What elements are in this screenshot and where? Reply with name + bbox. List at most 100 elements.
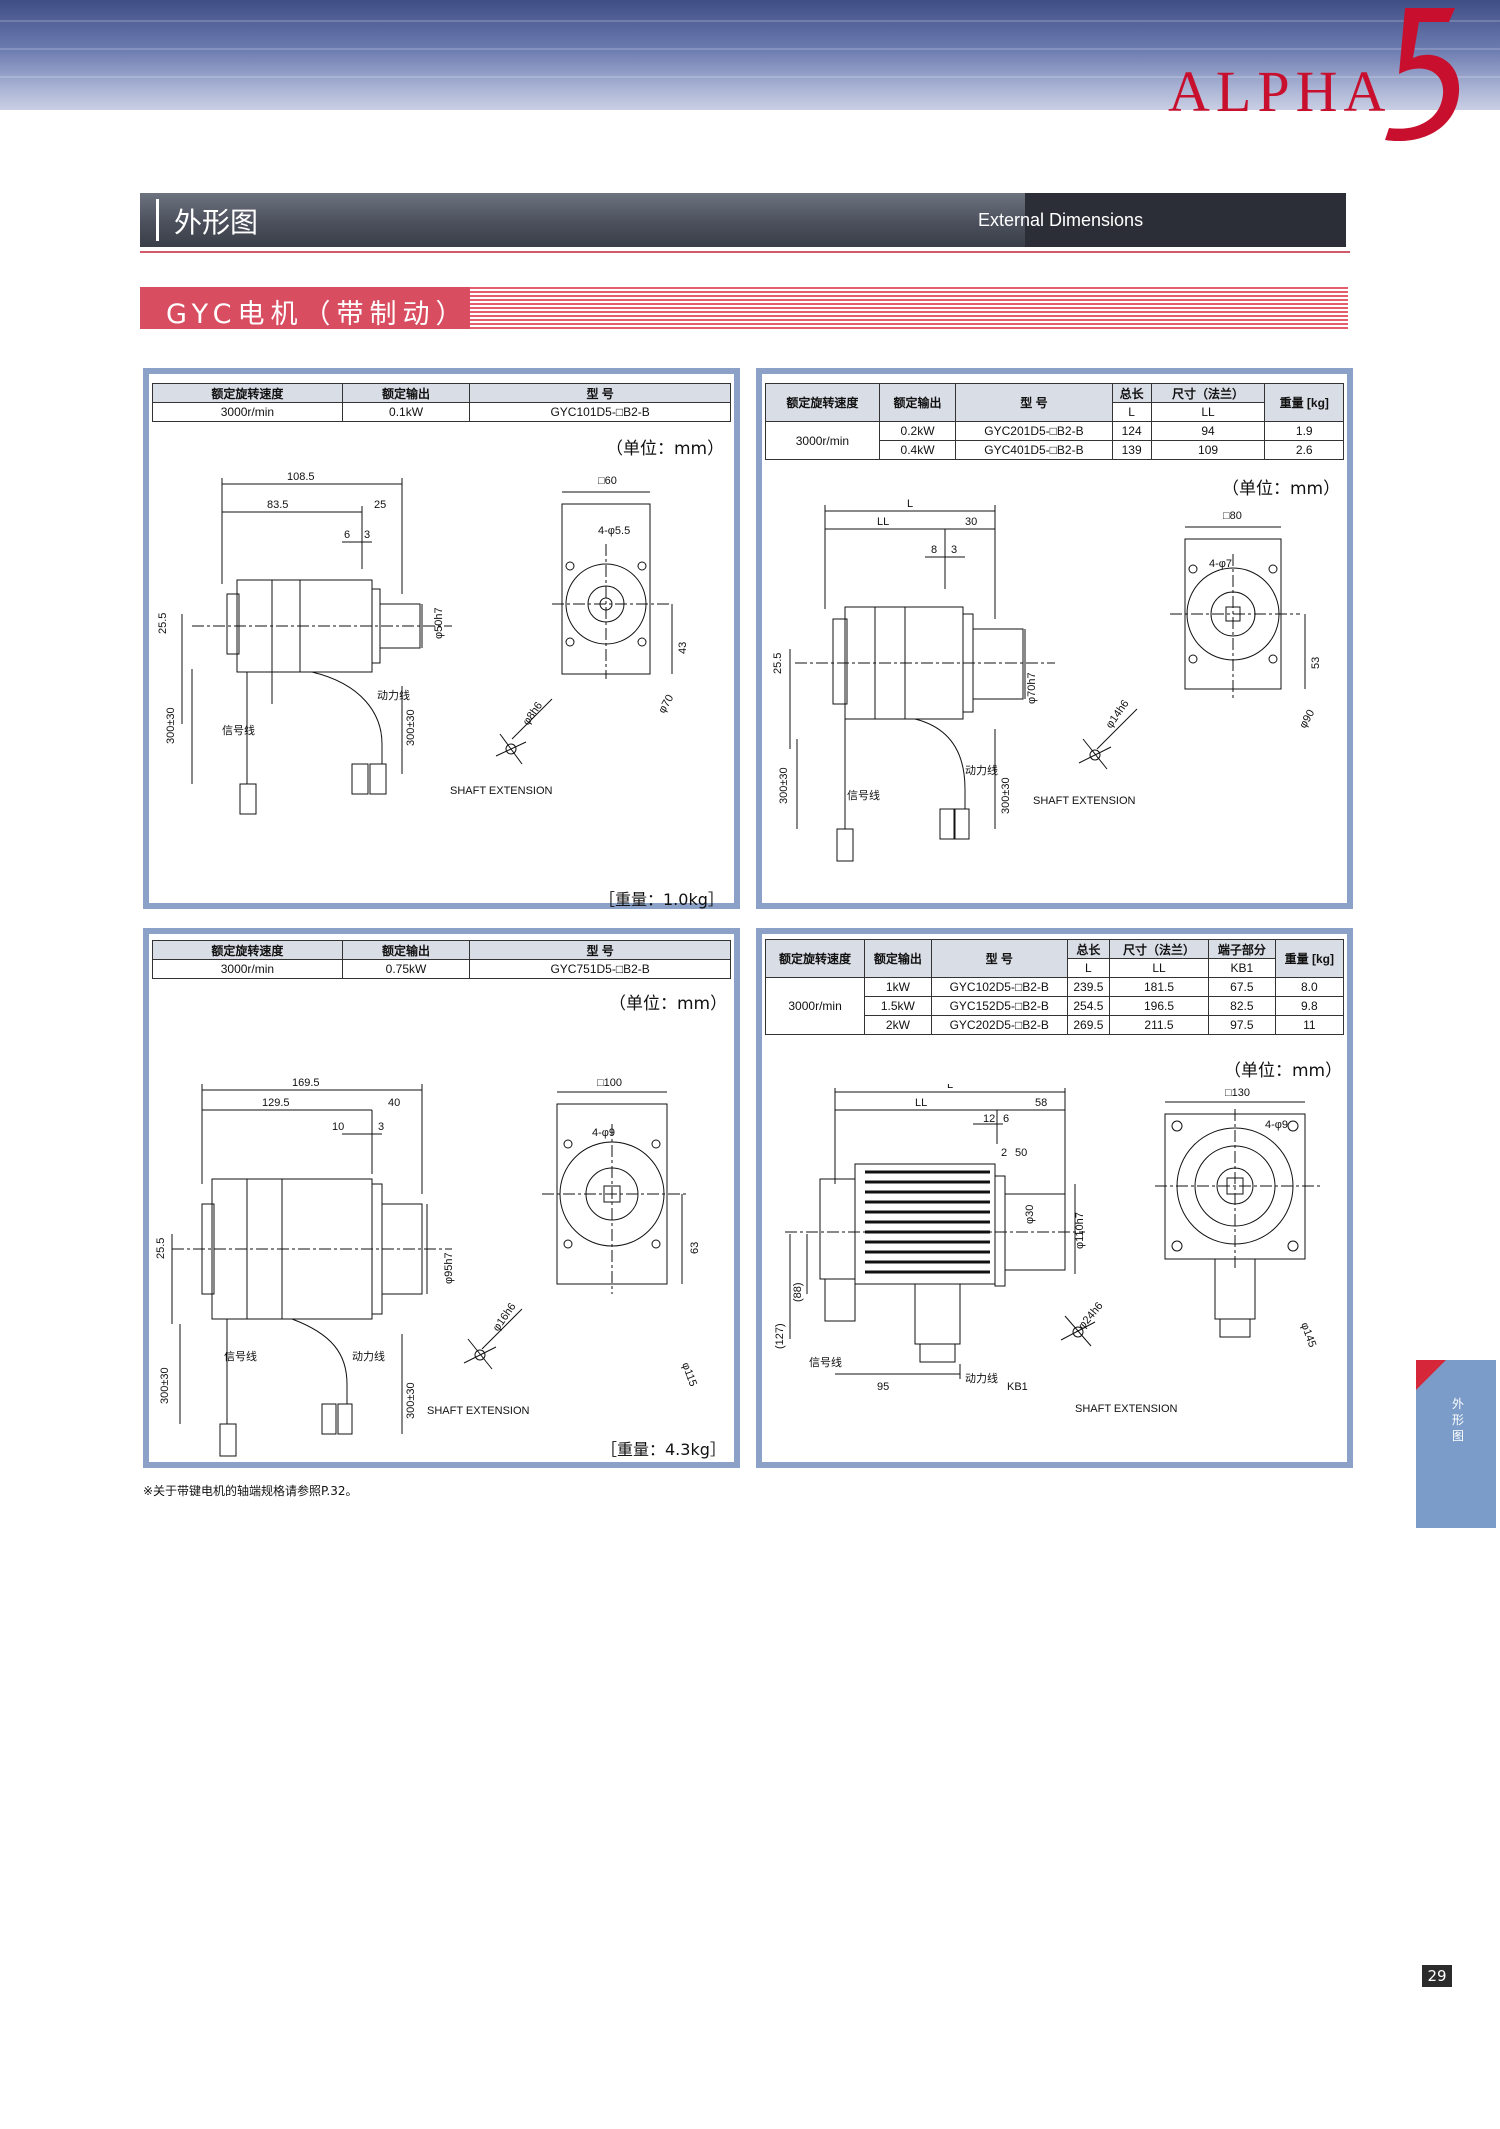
dim-holes: 4-φ9 xyxy=(1265,1119,1288,1131)
cell-kb1: 97.5 xyxy=(1208,1015,1276,1035)
footnote: ※关于带键电机的轴端规格请参照P.32。 xyxy=(143,1484,358,1498)
header-output: 额定输出 xyxy=(341,383,471,403)
dim-shaft: 30 xyxy=(965,516,977,528)
cell-kb1: 82.5 xyxy=(1208,996,1276,1016)
dim-pcd: φ115 xyxy=(679,1361,699,1388)
dim-side: 43 xyxy=(677,642,689,654)
motor-side-view xyxy=(181,478,452,815)
unit-label: （单位：mm） xyxy=(606,439,725,459)
panel-gyc751: 额定旋转速度 额定输出 型 号 3000r/min 0.75kW GYC751D… xyxy=(143,928,740,1468)
header-speed: 额定旋转速度 xyxy=(152,940,343,960)
cell-model: GYC202D5-□B2-B xyxy=(930,1015,1068,1035)
dim-shaft-dia: φ70h7 xyxy=(1026,672,1038,704)
subheader-ll: LL xyxy=(1108,958,1210,978)
dim-total: 108.5 xyxy=(287,471,315,483)
header-model: 型 号 xyxy=(469,383,731,403)
dim-ll: 83.5 xyxy=(267,499,288,511)
cell-l: 269.5 xyxy=(1066,1015,1110,1035)
unit-label: （单位：mm） xyxy=(609,994,728,1014)
subheader-kb1: KB1 xyxy=(1208,958,1276,978)
unit-label: （单位：mm） xyxy=(1222,479,1341,499)
cell-speed: 3000r/min xyxy=(765,421,880,460)
dim-side: 53 xyxy=(1310,657,1322,669)
dim-cable-left: 300±30 xyxy=(778,767,790,804)
dim-d1: 8 xyxy=(931,544,937,556)
cell-model: GYC751D5-□B2-B xyxy=(469,959,731,979)
cell-output: 1kW xyxy=(864,977,932,997)
cell-ll: 109 xyxy=(1150,440,1266,460)
dim-total: 169.5 xyxy=(292,1077,320,1089)
dim-cable-right: 300±30 xyxy=(405,709,417,746)
power-line-label: 动力线 xyxy=(965,1371,998,1385)
side-tab[interactable]: 外形图 xyxy=(1416,1360,1496,1528)
cell-l: 139 xyxy=(1111,440,1152,460)
cell-l: 254.5 xyxy=(1066,996,1110,1016)
motor-side-view xyxy=(789,505,1055,862)
dim-holes: 4-φ9 xyxy=(592,1127,615,1139)
dim-d1: 10 xyxy=(332,1121,344,1133)
dim-total: L xyxy=(907,499,913,510)
dim-b1: 95 xyxy=(877,1381,889,1393)
signal-line-label: 信号线 xyxy=(224,1349,257,1363)
cell-ll: 196.5 xyxy=(1108,996,1210,1016)
motor-front-view xyxy=(552,491,673,679)
dim-pcd: φ90 xyxy=(1297,708,1317,731)
shaft-extension-label: SHAFT EXTENSION xyxy=(427,1405,530,1417)
dim-d1: 6 xyxy=(344,529,350,541)
panel-gyc101: 额定旋转速度 额定输出 型 号 3000r/min 0.1kW GYC101D5… xyxy=(143,368,740,909)
weight-label: ［重量：1.0kg］ xyxy=(599,890,724,909)
dim-height: 25.5 xyxy=(772,653,784,674)
header-weight: 重量 [kg] xyxy=(1274,939,1345,978)
cell-model: GYC201D5-□B2-B xyxy=(955,421,1113,441)
signal-line-label: 信号线 xyxy=(847,788,880,802)
dim-holes: 4-φ7 xyxy=(1209,558,1232,570)
section-bar-dark xyxy=(1025,193,1346,247)
cell-l: 124 xyxy=(1111,421,1152,441)
shaft-extension-view xyxy=(463,1308,523,1370)
motor-side-view xyxy=(785,1088,1085,1379)
dim-shaft: 58 xyxy=(1035,1097,1047,1109)
cell-weight: 9.8 xyxy=(1274,996,1345,1016)
side-tab-label: 外形图 xyxy=(1452,1397,1465,1443)
cell-model: GYC102D5-□B2-B xyxy=(930,977,1068,997)
subsection-title: GYC电机（带制动） xyxy=(166,299,469,330)
dimension-drawing: L LL 30 8 3 25.5 300±30 300±30 φ70h7 信号线… xyxy=(772,499,1322,862)
header-total: 总长 xyxy=(1111,383,1152,403)
motor-side-view xyxy=(171,1084,452,1457)
power-line-label: 动力线 xyxy=(965,763,998,777)
header-output: 额定输出 xyxy=(878,383,957,422)
dim-shaft: 25 xyxy=(374,499,386,511)
dim-flange: □100 xyxy=(597,1077,622,1089)
section-title-en: External Dimensions xyxy=(978,210,1144,230)
motor-front-view xyxy=(542,1091,687,1294)
dim-shaft: 40 xyxy=(388,1097,400,1109)
weight-label: ［重量：4.3kg］ xyxy=(601,1440,726,1459)
cell-output: 0.2kW xyxy=(878,421,957,441)
header-output: 额定输出 xyxy=(864,939,932,978)
header-speed: 额定旋转速度 xyxy=(765,383,880,422)
dim-key: φ8h6 xyxy=(521,700,545,728)
cell-weight: 2.6 xyxy=(1264,440,1344,460)
section-title-cn: 外形图 xyxy=(174,206,259,239)
dim-height: 25.5 xyxy=(157,613,169,634)
shaft-extension-label: SHAFT EXTENSION xyxy=(450,785,553,797)
shaft-extension-view xyxy=(1078,708,1138,770)
dim-shaft-dia: φ50h7 xyxy=(433,607,445,639)
header-speed: 额定旋转速度 xyxy=(152,383,343,403)
spec-table: 额定旋转速度 额定输出 型 号 总长 尺寸（法兰） 端子部分 重量 [kg] L… xyxy=(764,939,1345,1035)
dim-ll: LL xyxy=(877,516,889,528)
header-model: 型 号 xyxy=(955,383,1113,422)
dim-cable-left: 300±30 xyxy=(159,1367,171,1404)
cell-speed: 3000r/min xyxy=(764,977,866,1035)
subheader-l: L xyxy=(1066,958,1110,978)
dim-shaft-dia: φ95h7 xyxy=(443,1252,455,1284)
cell-output: 0.75kW xyxy=(341,959,471,979)
subheader-l: L xyxy=(1111,402,1152,422)
spec-table: 额定旋转速度 额定输出 型 号 3000r/min 0.1kW GYC101D5… xyxy=(152,383,731,422)
dim-h1: (127) xyxy=(774,1323,786,1349)
signal-line-label: 信号线 xyxy=(222,723,255,737)
dimension-drawing: 108.5 83.5 25 6 3 25.5 300±30 300±30 φ50… xyxy=(157,471,689,815)
shaft-extension-label: SHAFT EXTENSION xyxy=(1033,795,1136,807)
dim-key: φ14h6 xyxy=(1104,698,1132,731)
shaft-extension-view xyxy=(495,698,553,765)
